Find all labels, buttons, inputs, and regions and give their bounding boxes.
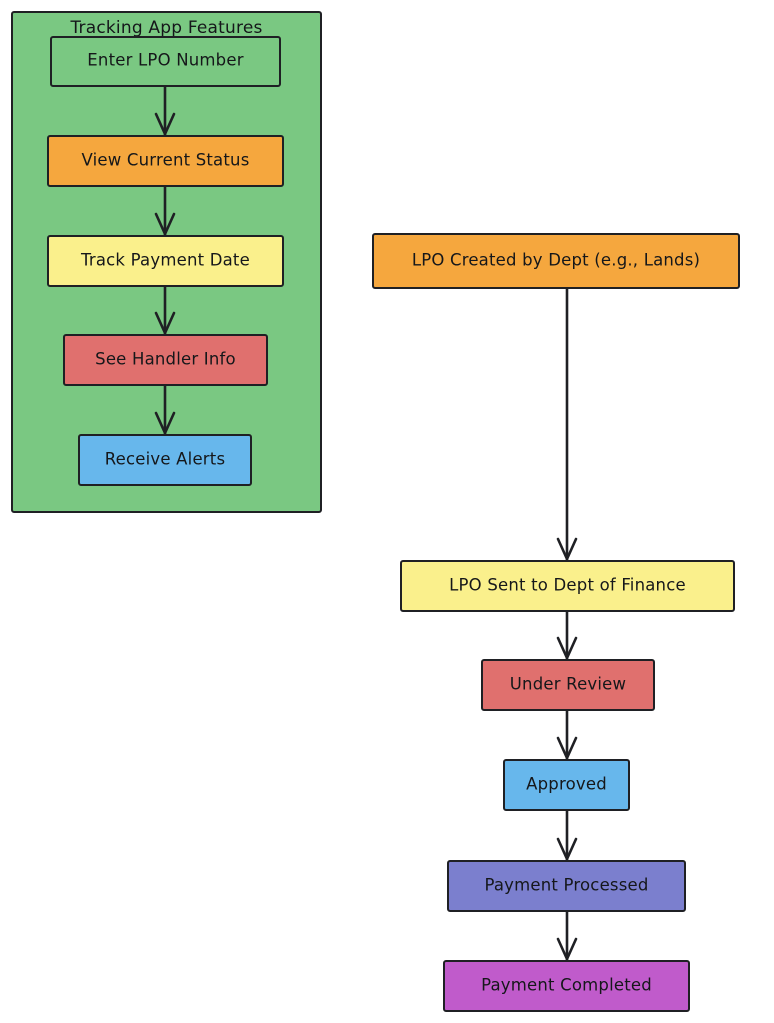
- node-approved[interactable]: Approved: [503, 759, 630, 811]
- edge-under-review-to-approved: [556, 711, 578, 760]
- node-label: Receive Alerts: [104, 449, 226, 469]
- node-label: Approved: [526, 774, 607, 794]
- node-label: See Handler Info: [95, 349, 236, 369]
- node-track-payment-date[interactable]: Track Payment Date: [47, 235, 284, 287]
- node-label: LPO Created by Dept (e.g., Lands): [411, 250, 701, 270]
- node-enter-lpo-number[interactable]: Enter LPO Number: [50, 36, 281, 87]
- node-payment-processed[interactable]: Payment Processed: [447, 860, 686, 912]
- node-lpo-sent-to-dept-of-finance[interactable]: LPO Sent to Dept of Finance: [400, 560, 735, 612]
- node-label: LPO Sent to Dept of Finance: [449, 575, 686, 595]
- node-view-current-status[interactable]: View Current Status: [47, 135, 284, 187]
- edge-lpo-sent-to-dept-of-finance-to-under-review: [556, 612, 578, 660]
- node-label: Track Payment Date: [81, 250, 250, 270]
- node-receive-alerts[interactable]: Receive Alerts: [78, 434, 252, 486]
- node-label: Under Review: [509, 674, 627, 694]
- edge-approved-to-payment-processed: [556, 811, 578, 861]
- node-payment-completed[interactable]: Payment Completed: [443, 960, 690, 1012]
- node-see-handler-info[interactable]: See Handler Info: [63, 334, 268, 386]
- node-label: Payment Completed: [481, 975, 652, 995]
- edge-payment-processed-to-payment-completed: [556, 912, 578, 961]
- node-label: Enter LPO Number: [87, 50, 244, 70]
- node-label: Payment Processed: [484, 875, 649, 895]
- node-lpo-created-by-dept[interactable]: LPO Created by Dept (e.g., Lands): [372, 233, 740, 289]
- node-label: View Current Status: [81, 150, 250, 170]
- subgraph-title: Tracking App Features: [70, 18, 263, 38]
- node-under-review[interactable]: Under Review: [481, 659, 655, 711]
- edge-lpo-created-by-dept-to-lpo-sent-to-dept-of-finance: [556, 289, 578, 561]
